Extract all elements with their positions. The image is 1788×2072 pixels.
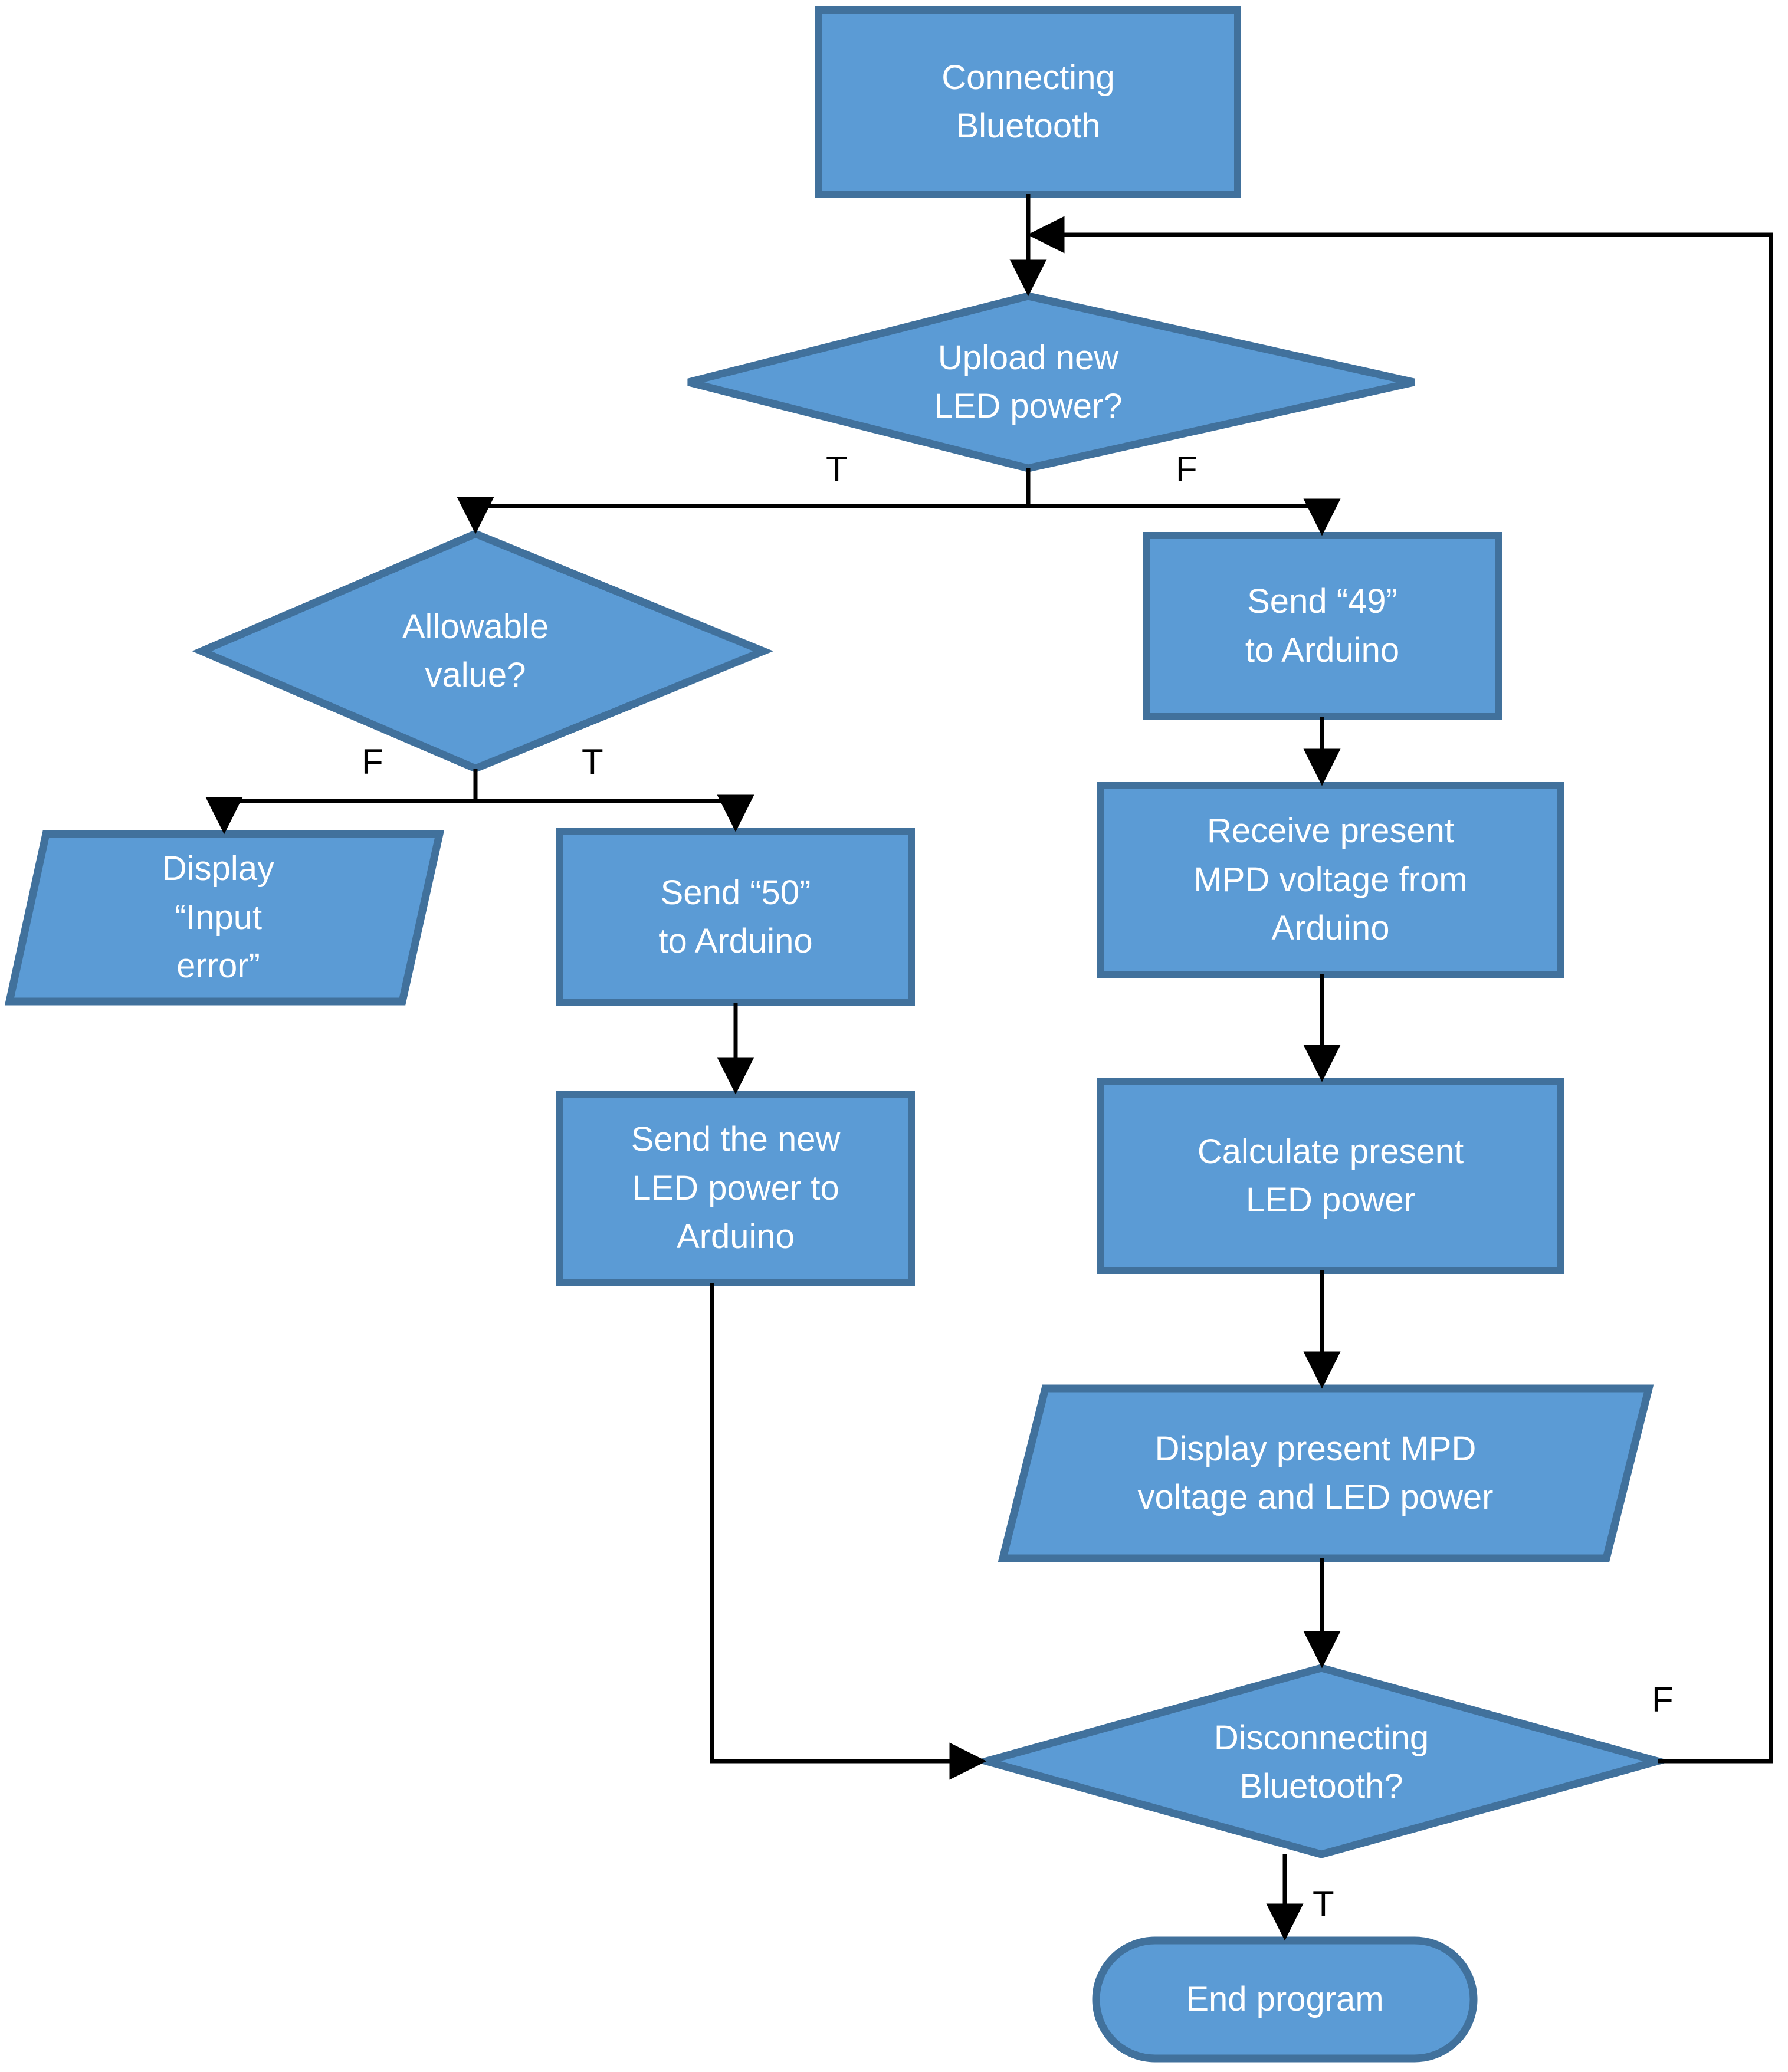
edge-sendnew-to-disconnect	[710, 1283, 987, 1780]
node-receive-mpd-voltage[interactable]	[1097, 782, 1564, 978]
edge-disconnect-false-feedback	[1027, 216, 1773, 1764]
edge-label-upload-false: F	[1176, 449, 1198, 489]
node-send-new-led-power[interactable]	[556, 1091, 915, 1286]
node-upload-new-led-power[interactable]	[687, 292, 1415, 472]
edge-label-allowable-true: T	[582, 742, 603, 781]
node-display-mpd-led[interactable]	[998, 1384, 1654, 1562]
node-display-input-error[interactable]	[4, 830, 445, 1006]
node-send-49[interactable]	[1143, 532, 1502, 720]
edge-label-disconnect-true: T	[1313, 1884, 1334, 1923]
edge-label-allowable-false: F	[362, 742, 383, 781]
node-send-50[interactable]	[556, 828, 915, 1006]
node-calculate-led-power[interactable]	[1097, 1078, 1564, 1274]
node-connecting-bluetooth[interactable]	[815, 6, 1241, 198]
node-disconnecting-bluetooth[interactable]	[972, 1664, 1672, 1858]
node-end-program[interactable]	[1092, 1936, 1478, 2063]
edge-label-upload-true: T	[826, 449, 848, 489]
node-allowable-value[interactable]	[192, 529, 774, 773]
edge-label-disconnect-false: F	[1652, 1680, 1674, 1719]
